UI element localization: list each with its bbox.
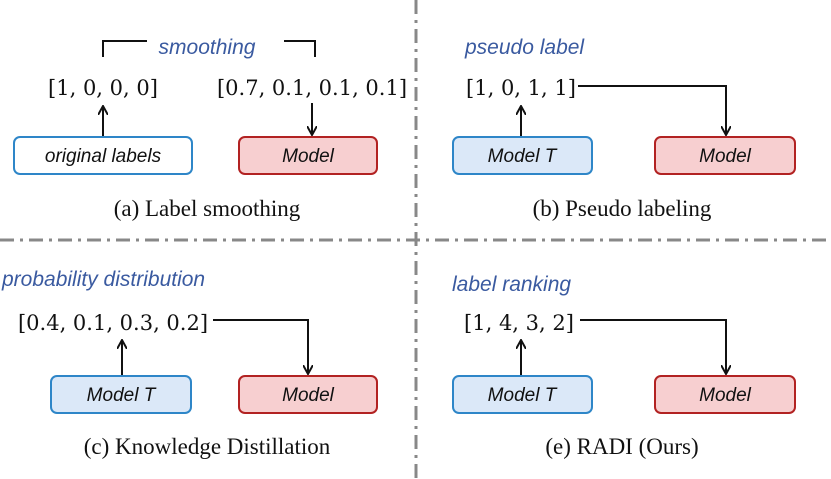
panel-a-target-box [238, 136, 378, 175]
panel-a-left-vector: [1, 0, 0, 0] [48, 76, 158, 100]
panel-c-annotation: probability distribution [1, 268, 205, 291]
panel-c-source-box-label: Model T [87, 385, 157, 406]
panel-b-source-box-label: Model T [488, 146, 558, 167]
panel-b-target-box-label: Model [699, 146, 752, 167]
panel-radi: label ranking [1, 4, 3, 2] Model T Model… [452, 273, 796, 459]
panel-knowledge-distillation: probability distribution [0.4, 0.1, 0.3,… [1, 268, 378, 459]
panel-c-route-arrow [213, 319, 308, 373]
panel-b-caption: (b) Pseudo labeling [533, 196, 712, 221]
panel-e-target-box-label: Model [699, 385, 752, 406]
panel-c-vector: [0.4, 0.1, 0.3, 0.2] [18, 311, 208, 335]
panel-e-vector: [1, 4, 3, 2] [464, 311, 574, 335]
panel-c-caption: (c) Knowledge Distillation [84, 434, 331, 459]
panel-c-source-box [50, 375, 192, 414]
panel-e-route-arrow [580, 319, 726, 373]
panel-e-source-box [452, 375, 593, 414]
panel-a-caption: (a) Label smoothing [114, 196, 301, 221]
panel-b-annotation: pseudo label [464, 36, 585, 59]
panel-a-source-box-label: original labels [45, 146, 162, 167]
panel-a-source-box [13, 136, 193, 175]
panel-b-source-box [452, 136, 593, 175]
panel-e-annotation: label ranking [452, 273, 571, 296]
panel-c-target-box [238, 375, 378, 414]
panel-e-target-box [654, 375, 796, 414]
panel-pseudo-labeling: pseudo label [1, 0, 1, 1] Model T Model … [452, 36, 796, 221]
panel-label-smoothing: smoothing [1, 0, 0, 0] [0.7, 0.1, 0.1, 0… [13, 36, 407, 221]
panel-e-caption: (e) RADI (Ours) [545, 434, 698, 459]
smoothing-bracket-right [284, 40, 316, 57]
panel-a-annotation: smoothing [159, 36, 256, 59]
panel-b-route-arrow [578, 85, 726, 134]
smoothing-bracket-left [102, 40, 147, 57]
panel-e-source-box-label: Model T [488, 385, 558, 406]
panel-a-target-box-label: Model [282, 146, 335, 167]
panel-a-right-vector: [0.7, 0.1, 0.1, 0.1] [217, 76, 407, 100]
panel-b-vector: [1, 0, 1, 1] [466, 76, 576, 100]
panel-c-target-box-label: Model [282, 385, 335, 406]
panel-b-target-box [654, 136, 796, 175]
